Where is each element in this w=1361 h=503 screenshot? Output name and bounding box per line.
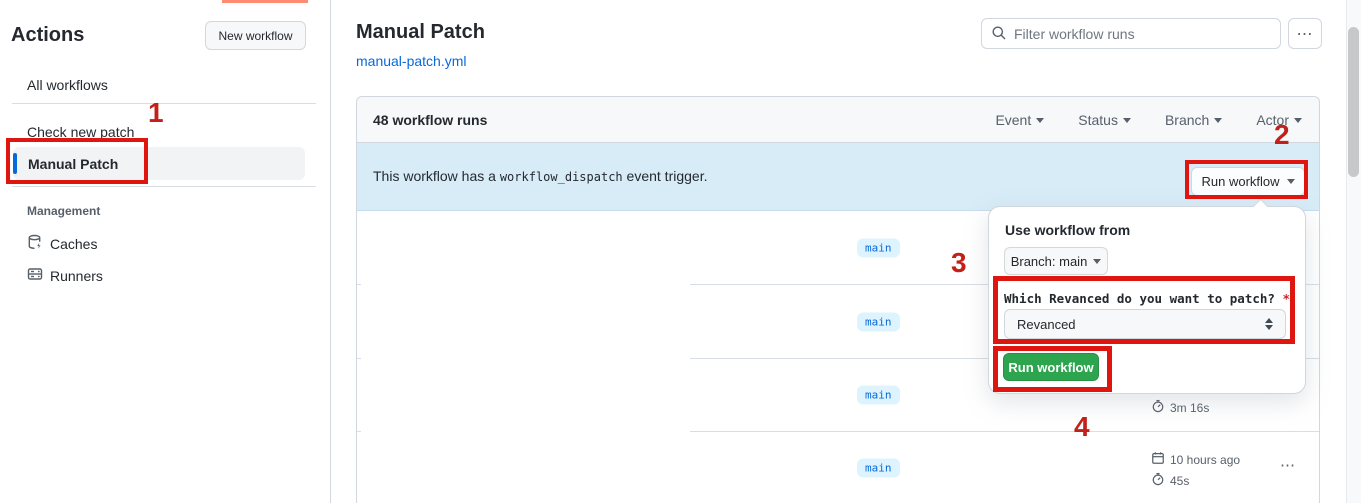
chevron-down-icon <box>1122 117 1131 123</box>
sidebar-item-manual-patch-label[interactable]: Manual Patch <box>28 156 119 172</box>
workflow-dispatch-banner: This workflow has a workflow_dispatch ev… <box>357 143 1319 211</box>
branch-label[interactable]: main <box>857 458 900 478</box>
calendar-icon <box>1151 451 1165 468</box>
filter-runs-input[interactable] <box>981 18 1281 49</box>
scrollbar-thumb[interactable] <box>1348 27 1359 177</box>
runs-count: 48 workflow runs <box>373 111 488 128</box>
workflow-run-row[interactable]: main <box>357 211 1319 285</box>
kebab-icon: ⋯ <box>1296 25 1314 43</box>
required-marker: * <box>1282 291 1290 306</box>
selected-item-accent-bar <box>13 153 17 174</box>
run-time-ago: 10 hours ago <box>1151 451 1240 468</box>
select-updown-icon <box>1265 318 1273 330</box>
workflow-run-row[interactable]: main <box>357 285 1319 359</box>
run-workflow-dialog: Use workflow from Branch: main Which Rev… <box>988 206 1306 394</box>
filter-status[interactable]: Status <box>1078 112 1131 128</box>
sidebar-item-manual-patch[interactable] <box>13 147 305 180</box>
annotation-number-1: 1 <box>148 97 164 128</box>
annotation-number-4: 4 <box>1074 411 1090 442</box>
chevron-down-icon <box>1286 179 1295 184</box>
branch-label[interactable]: main <box>857 312 900 331</box>
search-icon <box>991 25 1007 46</box>
banner-text: This workflow has a workflow_dispatch ev… <box>373 168 708 184</box>
workflow-options-button[interactable]: ⋯ <box>1288 18 1322 49</box>
run-workflow-submit-button[interactable]: Run workflow <box>1003 353 1099 381</box>
workflow-file-link[interactable]: manual-patch.yml <box>356 53 467 69</box>
sidebar-item-runners[interactable]: Runners <box>27 266 103 285</box>
run-workflow-dropdown-button[interactable]: Run workflow <box>1191 167 1305 196</box>
chevron-down-icon <box>1036 117 1045 123</box>
revanced-select-value: Revanced <box>1017 316 1076 332</box>
dialog-heading: Use workflow from <box>1005 222 1131 238</box>
sidebar-item-check-new-patch[interactable]: Check new patch <box>27 124 135 140</box>
filter-actor[interactable]: Actor <box>1256 112 1302 128</box>
runs-filters: Event Status Branch Actor <box>995 97 1302 143</box>
sidebar-item-caches-label[interactable]: Caches <box>50 235 98 252</box>
run-duration: 3m 16s <box>1151 399 1209 416</box>
branch-label[interactable]: main <box>857 385 900 405</box>
annotation-number-2: 2 <box>1274 119 1290 150</box>
runs-table-header: 48 workflow runs Event Status Branch Act… <box>357 97 1319 143</box>
chevron-down-icon <box>1214 117 1223 123</box>
redacted-area <box>361 212 690 503</box>
annotation-number-3: 3 <box>951 247 967 278</box>
sidebar-item-caches[interactable]: Caches <box>27 234 97 253</box>
sidebar-divider <box>12 186 316 187</box>
revanced-select[interactable]: Revanced <box>1004 309 1286 339</box>
sidebar-item-runners-label[interactable]: Runners <box>50 267 103 284</box>
filter-event[interactable]: Event <box>995 112 1045 128</box>
chevron-down-icon <box>1294 117 1302 123</box>
server-icon <box>27 266 43 285</box>
branch-label[interactable]: main <box>857 238 900 257</box>
sidebar-item-all-workflows[interactable]: All workflows <box>27 77 108 93</box>
sidebar-divider <box>12 103 316 104</box>
sidebar-divider <box>330 0 331 503</box>
branch-selector-button[interactable]: Branch: main <box>1004 247 1108 275</box>
management-section-label: Management <box>27 204 101 218</box>
filter-workflow-runs <box>981 18 1281 49</box>
run-duration: 45s <box>1151 472 1189 489</box>
cache-icon <box>27 234 43 253</box>
page-title: Manual Patch <box>356 21 485 43</box>
workflow-run-row[interactable]: main 10 hours ago <box>357 432 1319 503</box>
code-span: workflow_dispatch <box>499 170 623 184</box>
stopwatch-icon <box>1151 472 1165 489</box>
sidebar-title: Actions <box>11 24 85 46</box>
chevron-down-icon <box>1093 258 1102 264</box>
workflow-input-label: Which Revanced do you want to patch? * <box>1004 291 1290 306</box>
run-menu-button[interactable]: ⋯ <box>1280 457 1296 474</box>
workflow-run-row[interactable]: main 3m 16s <box>357 359 1319 432</box>
new-workflow-button[interactable]: New workflow <box>205 21 306 50</box>
stopwatch-icon <box>1151 399 1165 416</box>
filter-branch[interactable]: Branch <box>1165 112 1223 128</box>
selected-tab-indicator <box>222 0 308 3</box>
